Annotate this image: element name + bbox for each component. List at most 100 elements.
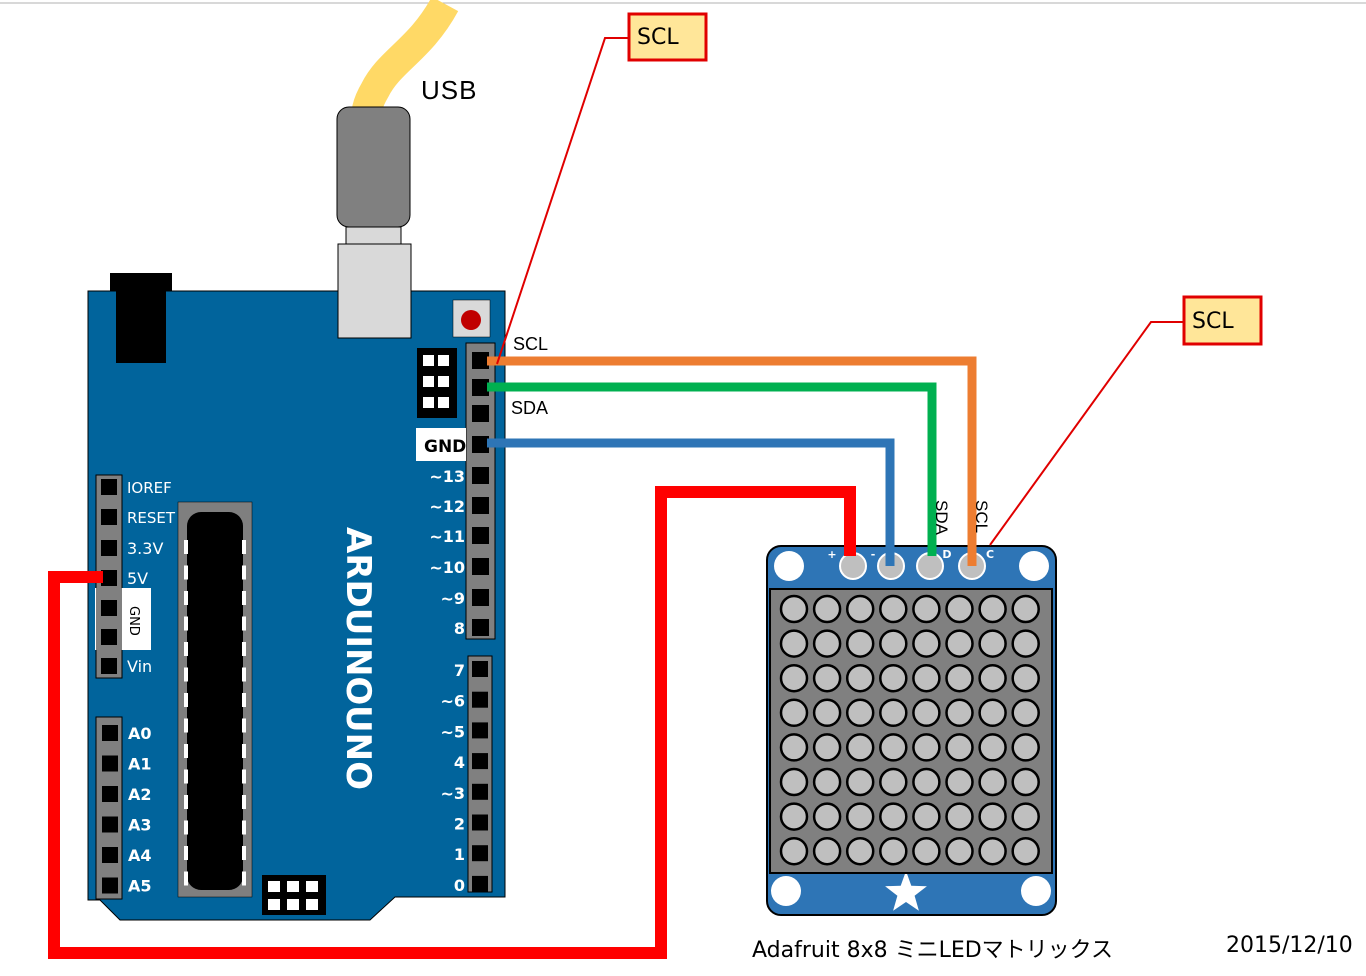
digital-pin-label: 4 bbox=[454, 753, 465, 772]
led bbox=[779, 836, 809, 866]
led bbox=[1011, 802, 1040, 831]
led bbox=[912, 767, 941, 797]
module-sda-label: SDA bbox=[932, 500, 951, 536]
led bbox=[779, 733, 809, 762]
5v-wire bbox=[48, 486, 856, 959]
led bbox=[845, 767, 875, 797]
digital-pin-label: 8 bbox=[454, 619, 465, 638]
led bbox=[945, 629, 974, 658]
icsp-pin bbox=[306, 881, 318, 892]
chip-pin bbox=[242, 667, 246, 682]
chip-pin bbox=[242, 540, 246, 554]
icsp-pin bbox=[287, 881, 299, 892]
led bbox=[1011, 629, 1040, 658]
led bbox=[945, 663, 974, 693]
led bbox=[779, 594, 809, 624]
analog-pin-label: A3 bbox=[128, 816, 152, 835]
led bbox=[1011, 663, 1040, 693]
digital-pin-label: 7 bbox=[454, 661, 465, 680]
led bbox=[978, 836, 1007, 866]
analog-pin bbox=[102, 847, 118, 863]
led bbox=[779, 629, 809, 658]
digital-pin bbox=[472, 753, 488, 770]
led bbox=[812, 663, 842, 693]
led bbox=[812, 629, 842, 658]
analog-pin bbox=[102, 816, 118, 833]
usb-jack bbox=[337, 243, 412, 339]
led bbox=[978, 802, 1007, 831]
led bbox=[978, 629, 1007, 658]
usb-plug-neck bbox=[345, 226, 402, 245]
callout-box-1 bbox=[627, 12, 708, 62]
power-pin bbox=[101, 658, 117, 674]
led bbox=[879, 698, 908, 728]
chip-pin bbox=[242, 795, 246, 809]
matrix-pin-label: D bbox=[942, 548, 951, 561]
matrix-pin bbox=[916, 552, 944, 580]
matrix-pin-label: C bbox=[986, 548, 994, 561]
digital-pin bbox=[472, 436, 489, 453]
led bbox=[879, 767, 908, 797]
digital-pin bbox=[472, 405, 489, 422]
digital-pin bbox=[472, 722, 488, 739]
icsp-pin bbox=[268, 899, 280, 910]
analog-pin-label: A0 bbox=[128, 724, 152, 743]
icsp-pin bbox=[423, 355, 434, 366]
chip-pin bbox=[242, 769, 246, 784]
chip-pin bbox=[184, 540, 188, 554]
mount-hole-bottom-right bbox=[1021, 876, 1051, 906]
led bbox=[978, 733, 1007, 762]
power-pin bbox=[101, 479, 117, 495]
usb-plug bbox=[336, 106, 411, 228]
chip-pin bbox=[184, 667, 188, 682]
digital-pin bbox=[472, 527, 489, 544]
led bbox=[912, 836, 941, 866]
led bbox=[845, 663, 875, 693]
matrix-pin-label: - bbox=[871, 548, 876, 561]
power-gnd-label: GND bbox=[126, 606, 141, 636]
led bbox=[1011, 698, 1040, 728]
analog-pin bbox=[102, 786, 118, 802]
chip-pin bbox=[242, 744, 246, 758]
mount-hole-top-left bbox=[774, 551, 804, 581]
digital-pin bbox=[472, 589, 489, 606]
mcu-chip bbox=[187, 512, 243, 890]
gnd-wire bbox=[487, 438, 895, 566]
led bbox=[1011, 733, 1040, 762]
chip-pin bbox=[184, 718, 188, 733]
led bbox=[845, 733, 875, 762]
digital-pin bbox=[472, 379, 489, 396]
scl-wire bbox=[487, 356, 977, 566]
led bbox=[812, 802, 842, 831]
led bbox=[812, 594, 842, 624]
digital-pin-label: ~12 bbox=[429, 497, 465, 516]
chip-pin bbox=[242, 616, 246, 631]
callout-text-1: SCL bbox=[637, 25, 679, 50]
digital-pin-label: 0 bbox=[454, 876, 465, 895]
digital-pin-label: ~13 bbox=[429, 467, 465, 486]
callout-box-2 bbox=[1182, 295, 1263, 346]
digital-pin bbox=[472, 691, 488, 708]
analog-pin-label: A1 bbox=[128, 755, 152, 774]
analog-header bbox=[95, 716, 123, 900]
led bbox=[812, 767, 842, 797]
led bbox=[779, 698, 809, 728]
digital-pin bbox=[472, 783, 488, 800]
led bbox=[912, 698, 941, 728]
analog-pin-label: A4 bbox=[128, 846, 152, 865]
led bbox=[845, 698, 875, 728]
chip-pin bbox=[184, 846, 188, 860]
icsp-pin bbox=[438, 397, 449, 408]
adafruit-star-logo bbox=[885, 871, 927, 911]
header-scl-label: SCL bbox=[513, 334, 548, 354]
header-sda-label: SDA bbox=[511, 398, 548, 418]
icsp-pin bbox=[438, 376, 449, 387]
digital-pin-label: 1 bbox=[454, 845, 465, 864]
led bbox=[912, 594, 941, 624]
led bbox=[978, 767, 1007, 797]
digital-pin-label: ~11 bbox=[429, 527, 465, 546]
dc-jack-top bbox=[110, 273, 172, 291]
